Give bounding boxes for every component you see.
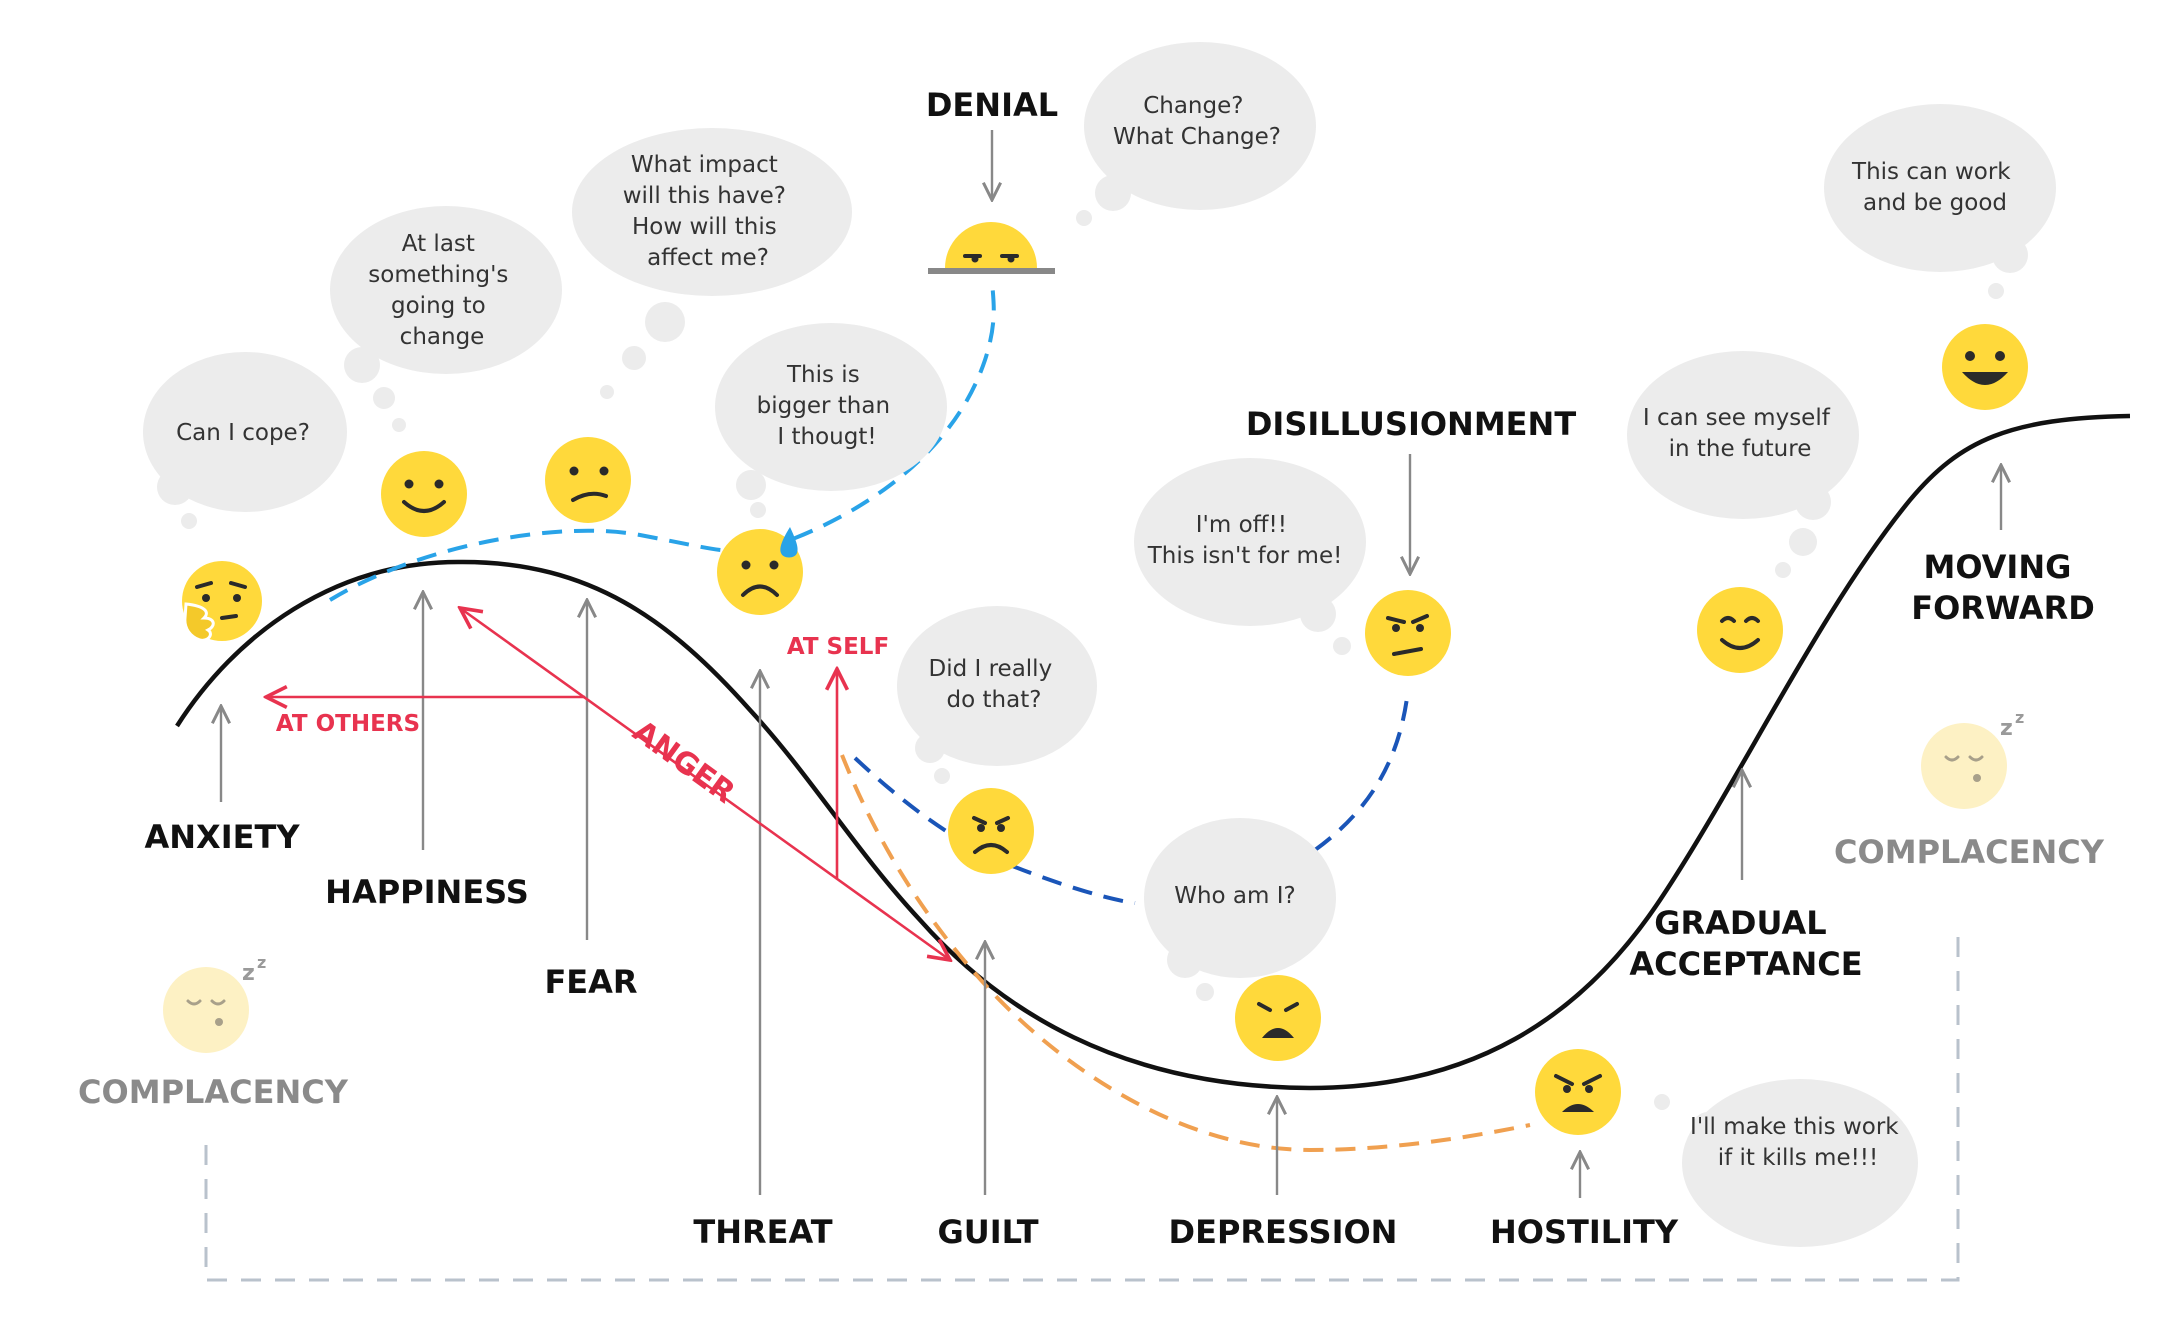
threat-emoji xyxy=(717,527,803,615)
at-self-label: AT SELF xyxy=(787,634,889,660)
svg-text:z: z xyxy=(2015,708,2024,727)
thought-bubble-who-am-i xyxy=(1144,818,1336,1001)
thought-bubble-at-last xyxy=(330,206,562,432)
bubble-text-see-myself: I can see myself in the future xyxy=(1643,405,1837,462)
at-others-label: AT OTHERS xyxy=(276,711,420,737)
bubble-text-can-i-cope: Can I cope? xyxy=(176,420,310,446)
anger-arrows xyxy=(266,608,950,960)
happiness-emoji xyxy=(381,451,467,537)
thought-bubble-see-myself xyxy=(1627,351,1859,578)
stage-label-complacency-left: COMPLACENCY xyxy=(78,1073,349,1111)
complacency-right-emoji xyxy=(1921,723,2007,809)
bubble-text-bigger: This is bigger than I thougt! xyxy=(757,362,898,450)
stage-label-threat: THREAT xyxy=(693,1213,832,1251)
stage-label-moving-forward: MOVING FORWARD xyxy=(1911,548,2095,627)
bubble-text-can-work: This can work and be good xyxy=(1851,159,2018,216)
anxiety-emoji xyxy=(182,561,262,642)
svg-text:z: z xyxy=(242,961,255,986)
bubble-text-did-i: Did I really do that? xyxy=(928,656,1059,713)
stage-label-denial: DENIAL xyxy=(926,86,1058,124)
guilt-emoji xyxy=(948,788,1034,874)
sleep-mark-left: z z xyxy=(242,953,266,986)
stage-label-gradual-acceptance: GRADUAL ACCEPTANCE xyxy=(1629,904,1862,983)
fear-emoji xyxy=(545,437,631,523)
complacency-left-emoji xyxy=(163,967,249,1053)
bubble-text-im-off: I'm off!! This isn't for me! xyxy=(1147,512,1343,569)
denial-emoji xyxy=(945,222,1037,268)
hostility-emoji xyxy=(1535,1049,1621,1135)
bubble-text-make-work: I'll make this work if it kills me!!! xyxy=(1690,1114,1906,1171)
thought-bubble-can-work xyxy=(1824,104,2056,299)
moving-forward-emoji xyxy=(1942,324,2028,410)
thought-bubble-what-impact xyxy=(572,128,852,399)
transition-curve xyxy=(175,413,2131,1091)
svg-text:z: z xyxy=(257,953,266,972)
stage-label-depression: DEPRESSION xyxy=(1169,1213,1398,1251)
stage-label-complacency-right: COMPLACENCY xyxy=(1834,833,2105,871)
thought-bubble-im-off xyxy=(1134,458,1366,655)
thought-bubble-did-i xyxy=(897,606,1097,784)
thought-bubble-change xyxy=(1076,42,1316,226)
stage-label-happiness: HAPPINESS xyxy=(325,873,529,911)
gradual-acceptance-emoji xyxy=(1697,587,1783,673)
depression-emoji xyxy=(1235,975,1321,1061)
thought-bubble-bigger xyxy=(715,323,947,518)
bubble-text-who-am-i: Who am I? xyxy=(1174,883,1296,909)
svg-text:z: z xyxy=(2000,716,2013,741)
bubble-text-at-last: At last something's going to change xyxy=(368,231,515,350)
anger-label: ANGER xyxy=(626,714,741,811)
bubble-text-what-impact: What impact will this have? How will thi… xyxy=(623,152,794,271)
disillusionment-path-dashed xyxy=(853,689,1410,905)
stage-label-guilt: GUILT xyxy=(937,1213,1038,1251)
thought-bubbles xyxy=(143,42,2056,1247)
disillusionment-emoji xyxy=(1365,590,1451,676)
bubble-texts: Can I cope? At last something's going to… xyxy=(176,93,2018,1171)
bubble-text-change: Change? What Change? xyxy=(1113,93,1281,150)
stage-label-fear: FEAR xyxy=(544,963,637,1001)
sleep-mark-right: z z xyxy=(2000,708,2024,741)
stage-label-disillusionment: DISILLUSIONMENT xyxy=(1246,405,1576,443)
stage-label-hostility: HOSTILITY xyxy=(1490,1213,1679,1251)
thought-bubble-make-work xyxy=(1654,1079,1918,1247)
anger-main-arrow xyxy=(460,608,950,960)
stage-label-anxiety: ANXIETY xyxy=(145,818,301,856)
thought-bubble-can-i-cope xyxy=(143,352,347,529)
